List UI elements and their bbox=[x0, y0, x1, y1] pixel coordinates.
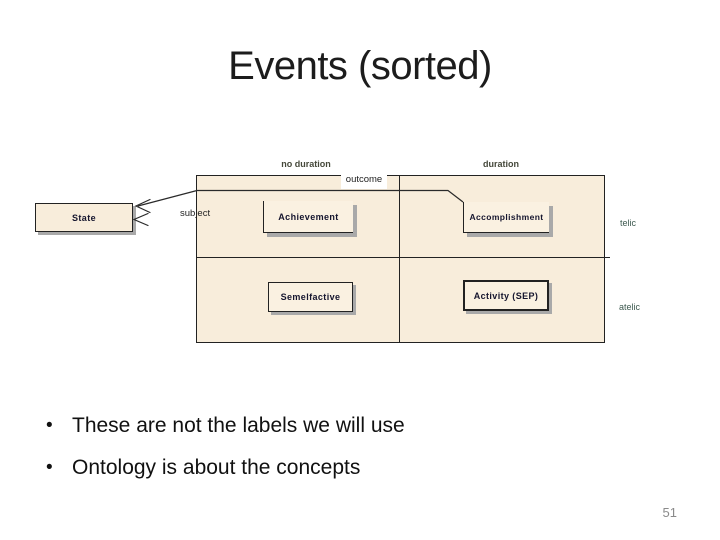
page-number: 51 bbox=[662, 505, 677, 520]
bullet-list: These are not the labels we will use Ont… bbox=[46, 412, 666, 496]
node-state: State bbox=[35, 203, 133, 232]
column-label-no-duration: no duration bbox=[281, 159, 331, 169]
row-label-atelic: atelic bbox=[619, 302, 641, 312]
slide-title: Events (sorted) bbox=[228, 44, 492, 88]
bullet-item: These are not the labels we will use bbox=[46, 412, 666, 440]
grid-horizontal-divider bbox=[196, 257, 610, 258]
arrowhead-chevron-1 bbox=[134, 198, 151, 214]
arrowhead-chevron-2 bbox=[132, 212, 149, 227]
edge-label-outcome: outcome bbox=[341, 171, 387, 189]
node-activity: Activity (SEP) bbox=[463, 280, 549, 311]
grid-vertical-divider bbox=[399, 175, 400, 343]
edge-label-subject: subject bbox=[180, 208, 211, 219]
node-semelfactive: Semelfactive bbox=[268, 282, 353, 312]
row-label-telic: telic bbox=[620, 218, 637, 228]
column-label-duration: duration bbox=[483, 159, 519, 169]
node-achievement: Achievement bbox=[263, 201, 353, 233]
node-accomplishment: Accomplishment bbox=[463, 202, 549, 233]
bullet-item: Ontology is about the concepts bbox=[46, 454, 666, 482]
diagram-grid bbox=[196, 175, 605, 343]
